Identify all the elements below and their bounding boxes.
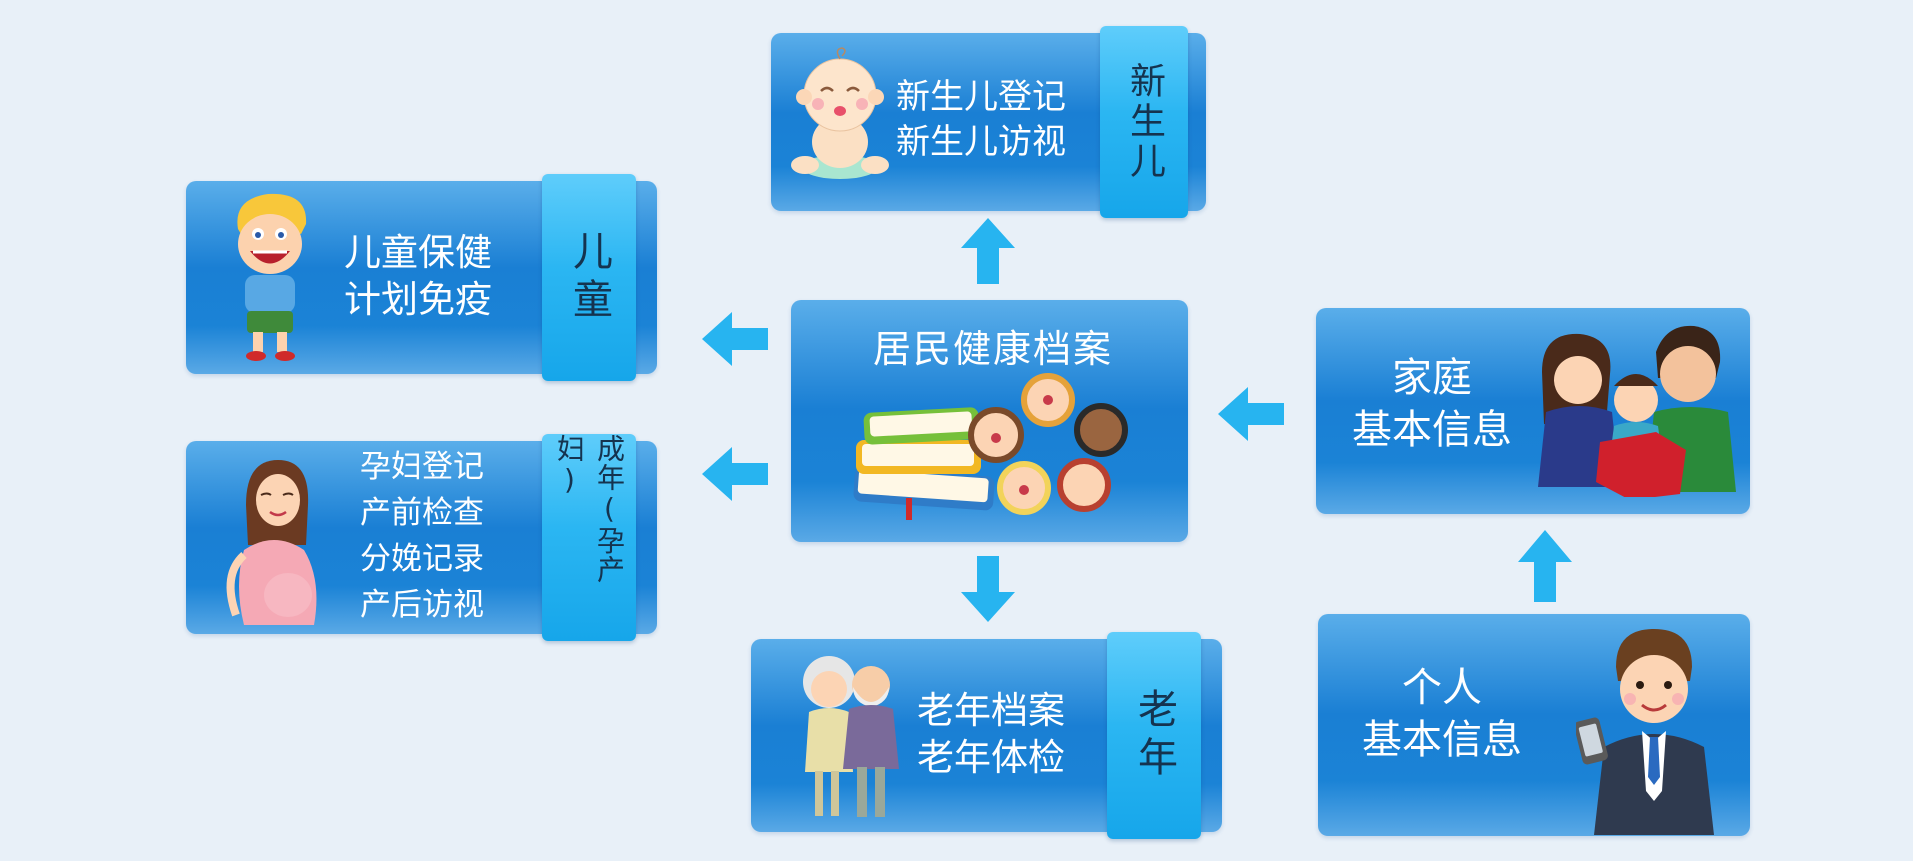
arrow-left-to-pregnant: [702, 447, 768, 501]
arrow-left-to-center: [1218, 387, 1284, 441]
family-line-1: 家庭: [1392, 355, 1472, 401]
arrow-up-to-newborn: [961, 218, 1015, 284]
personal-line-1: 个人: [1402, 665, 1482, 711]
newborn-line-2: 新生儿访视: [896, 122, 1066, 162]
newborn-lines: 新生儿登记 新生儿访视: [896, 75, 1066, 165]
elderly-tab: 老年: [1107, 632, 1201, 839]
pregnant-line-2: 产前检查: [360, 495, 484, 531]
child-line-2: 计划免疫: [344, 278, 492, 321]
child-tab: 儿童: [542, 174, 636, 381]
baby-illustration: [791, 47, 889, 179]
businessman-illustration: [1576, 629, 1714, 835]
center-card: 居民健康档案: [791, 300, 1188, 542]
elderly-line-2: 老年体检: [917, 736, 1065, 779]
family-card: 家庭 基本信息: [1316, 308, 1750, 514]
newborn-line-1: 新生儿登记: [896, 77, 1066, 117]
elderly-line-1: 老年档案: [917, 689, 1065, 732]
child-tab-label: 儿童: [566, 229, 612, 326]
newborn-tab: 新生儿: [1100, 26, 1188, 218]
elderly-couple-illustration: [803, 656, 899, 817]
arrow-down-to-elderly: [961, 556, 1015, 622]
arrow-up-to-family: [1518, 530, 1572, 602]
child-lines: 儿童保健 计划免疫: [344, 229, 492, 323]
elderly-tab-label: 老年: [1131, 687, 1177, 784]
elderly-lines: 老年档案 老年体检: [917, 687, 1065, 781]
personal-lines: 个人 基本信息: [1362, 662, 1522, 766]
newborn-tab-label: 新生儿: [1124, 62, 1165, 182]
pregnant-tab-label: 成年(孕产妇): [553, 434, 626, 584]
family-line-2: 基本信息: [1352, 407, 1512, 453]
child-line-1: 儿童保健: [344, 231, 492, 274]
pregnant-tab: 成年(孕产妇): [542, 434, 636, 641]
pregnant-woman-illustration: [226, 460, 317, 625]
books-children-illustration: [853, 373, 1128, 520]
pregnant-line-4: 产后访视: [360, 587, 484, 623]
pregnant-lines: 孕妇登记 产前检查 分娩记录 产后访视: [360, 444, 484, 628]
personal-card: 个人 基本信息: [1318, 614, 1750, 836]
center-title: 居民健康档案: [873, 327, 1114, 371]
family-lines: 家庭 基本信息: [1352, 352, 1512, 456]
personal-line-2: 基本信息: [1362, 717, 1522, 763]
pregnant-line-1: 孕妇登记: [360, 449, 484, 485]
arrow-left-to-child: [702, 312, 768, 366]
boy-illustration: [237, 193, 307, 361]
family-illustration: [1538, 325, 1736, 497]
pregnant-line-3: 分娩记录: [360, 541, 484, 577]
